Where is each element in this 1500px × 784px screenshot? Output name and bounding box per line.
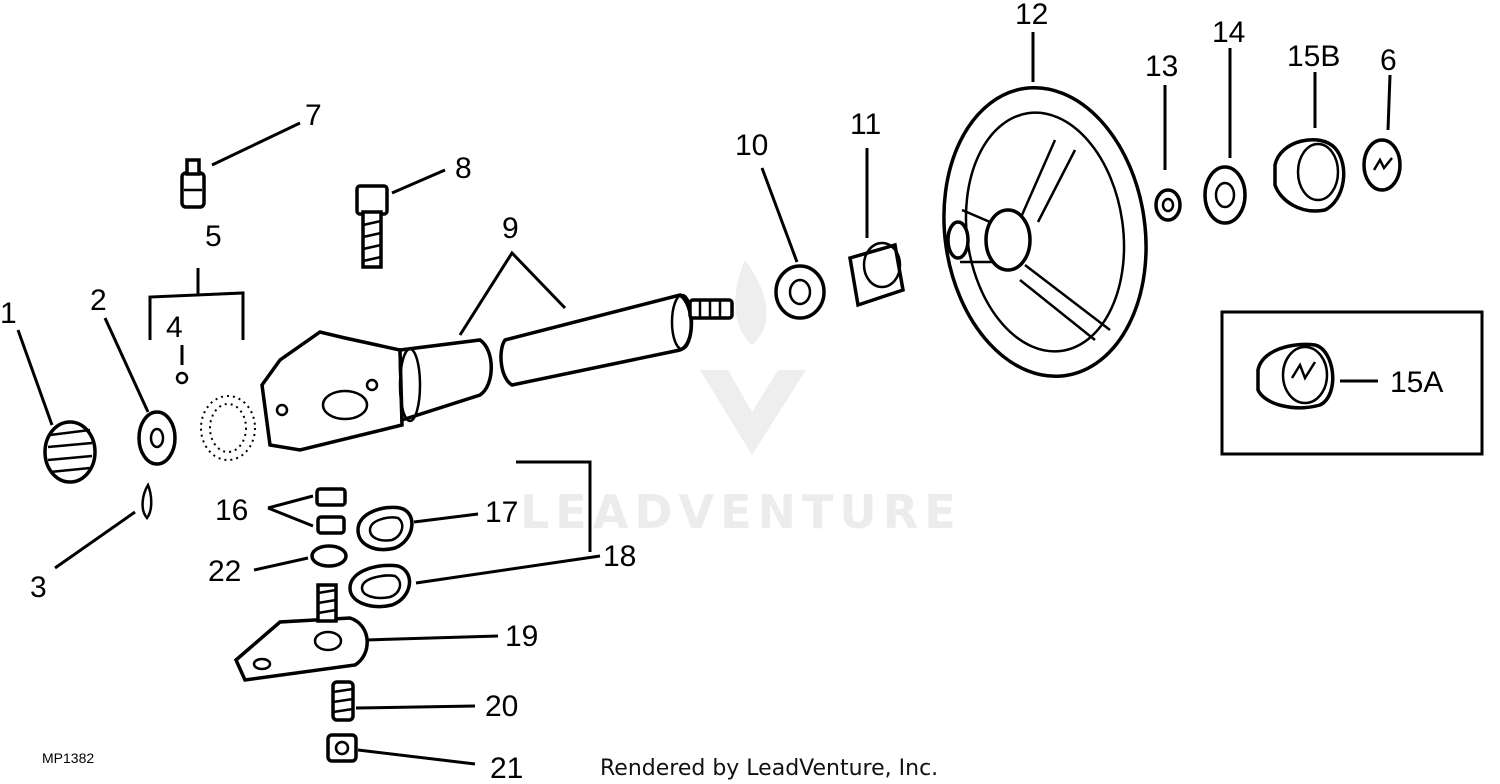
part-15b-cap <box>1273 138 1346 213</box>
leader-16 <box>267 494 314 528</box>
callout-5: 5 <box>205 220 222 253</box>
leader-22 <box>253 556 309 572</box>
leader-3 <box>54 510 136 570</box>
callout-7: 7 <box>305 99 322 132</box>
callout-15b: 15B <box>1287 40 1340 73</box>
part-6-insert <box>1362 138 1402 192</box>
part-18-gasket <box>348 563 412 609</box>
callout-6: 6 <box>1380 44 1397 77</box>
part-8-bolt <box>355 184 389 269</box>
part-2-washer <box>137 410 177 466</box>
callout-22: 22 <box>208 555 241 588</box>
callout-9: 9 <box>502 212 519 245</box>
drawing-code: MP1382 <box>42 750 94 766</box>
callout-12: 12 <box>1015 0 1048 31</box>
part-15a-cap <box>1256 342 1335 410</box>
leader-20 <box>355 704 476 710</box>
part-14-washer <box>1203 165 1247 225</box>
part-21-nut <box>326 733 358 763</box>
part-16-nuts <box>315 487 347 535</box>
callout-17: 17 <box>485 496 518 529</box>
leader-9 <box>458 250 567 336</box>
callout-18: 18 <box>603 540 636 573</box>
part-11-spacer <box>848 241 905 308</box>
callout-4: 4 <box>166 311 183 344</box>
leader-17 <box>413 512 479 524</box>
leader-8 <box>391 168 446 195</box>
part-10-bushing <box>774 264 826 320</box>
callout-14: 14 <box>1212 16 1245 49</box>
callout-1: 1 <box>0 297 17 330</box>
inset-box-15a <box>1220 310 1484 456</box>
leader-6 <box>1386 74 1392 131</box>
part-4-ball <box>175 371 189 385</box>
callout-10: 10 <box>735 129 768 162</box>
callout-16: 16 <box>215 494 248 527</box>
part-3-cotter-pin <box>141 482 153 520</box>
leader-21 <box>357 748 476 766</box>
leader-2 <box>103 317 150 413</box>
leader-7 <box>211 121 301 167</box>
leader-10 <box>760 167 799 263</box>
callout-21: 21 <box>490 752 523 784</box>
callout-20: 20 <box>485 690 518 723</box>
callout-15a: 15A <box>1390 366 1443 399</box>
callout-8: 8 <box>455 152 472 185</box>
part-13-nut <box>1154 188 1182 222</box>
callout-13: 13 <box>1145 50 1178 83</box>
part-1-threaded-nut <box>43 420 97 484</box>
part-12-steering-wheel <box>942 85 1148 379</box>
callout-3: 3 <box>30 571 47 604</box>
bracket-5 <box>148 268 245 340</box>
part-7-grease-fitting <box>180 158 206 209</box>
watermark-text: LEADVENTURE <box>520 485 962 539</box>
part-5-spring <box>200 395 256 461</box>
leader-18 <box>415 460 601 585</box>
watermark: LEADVENTURE <box>520 260 962 539</box>
part-19-plate <box>233 583 369 682</box>
leader-1 <box>16 329 54 426</box>
part-17-gasket <box>356 505 414 552</box>
callout-11: 11 <box>850 108 881 141</box>
callout-2: 2 <box>90 284 107 317</box>
credit-text: Rendered by LeadVenture, Inc. <box>600 756 938 781</box>
part-9-steering-shaft <box>260 293 734 452</box>
leader-19 <box>365 634 499 642</box>
part-22-washer <box>310 544 348 568</box>
callout-19: 19 <box>505 620 538 653</box>
part-20-stud <box>331 680 355 722</box>
